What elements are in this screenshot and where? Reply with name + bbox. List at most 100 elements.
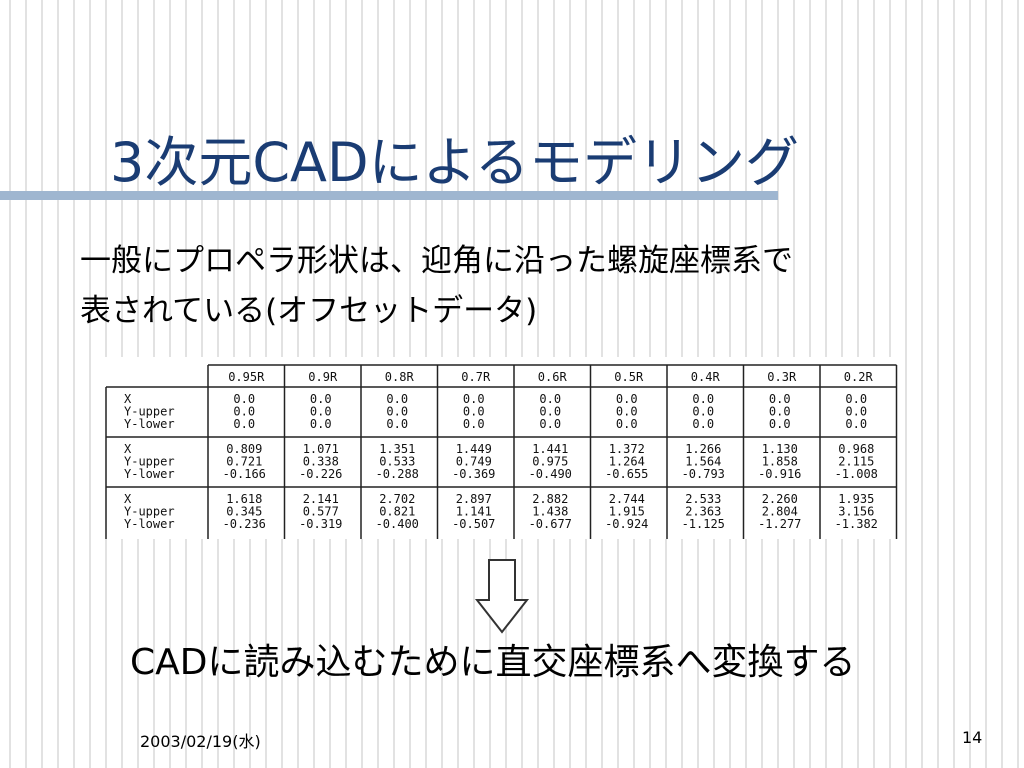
table-cell-value: 0.0 xyxy=(845,417,867,431)
table-cell-value: -0.319 xyxy=(299,517,342,531)
table-cell-value: 0.0 xyxy=(310,405,332,419)
table-cell-value: -0.236 xyxy=(223,517,266,531)
table-cell-value: 0.0 xyxy=(310,417,332,431)
table-cell-value: 2.363 xyxy=(685,505,721,519)
table-cell-value: 0.0 xyxy=(769,392,791,406)
table-cell-value: 0.338 xyxy=(303,455,339,469)
column-header: 0.7R xyxy=(461,370,491,384)
table-cell-value: -1.277 xyxy=(758,517,801,531)
table-cell-value: -0.369 xyxy=(452,467,495,481)
table-cell-value: 2.744 xyxy=(609,492,645,506)
table-cell-value: 0.577 xyxy=(303,505,339,519)
table-cell-value: -0.916 xyxy=(758,467,801,481)
column-header: 0.5R xyxy=(614,370,644,384)
table-cell-value: -1.382 xyxy=(835,517,878,531)
table-cell-value: 0.0 xyxy=(310,392,332,406)
table-cell-value: 1.564 xyxy=(685,455,721,469)
table-cell-value: 0.0 xyxy=(692,392,714,406)
column-header: 0.6R xyxy=(538,370,568,384)
table-cell-value: 0.0 xyxy=(539,405,561,419)
table-cell-value: -0.507 xyxy=(452,517,495,531)
table-cell-value: 0.749 xyxy=(456,455,492,469)
table-cell-value: 1.438 xyxy=(532,505,568,519)
table-cell-value: 0.0 xyxy=(386,405,408,419)
table-cell-value: 0.0 xyxy=(769,405,791,419)
table-cell-value: -0.490 xyxy=(529,467,572,481)
table-cell-value: 2.804 xyxy=(762,505,798,519)
down-arrow-icon xyxy=(474,558,530,640)
row-label: Y-lower xyxy=(124,417,175,431)
table-cell-value: 0.0 xyxy=(616,405,638,419)
table-cell-value: 0.721 xyxy=(226,455,262,469)
row-label: X xyxy=(124,492,132,506)
table-cell-value: 0.0 xyxy=(845,392,867,406)
table-cell-value: 0.533 xyxy=(379,455,415,469)
body-line-2: 表されている(オフセットデータ) xyxy=(80,293,538,329)
table-cell-value: -0.288 xyxy=(376,467,419,481)
table-cell-value: 0.0 xyxy=(386,417,408,431)
table-cell-value: 0.975 xyxy=(532,455,568,469)
table-cell-value: 1.130 xyxy=(762,442,798,456)
table-cell-value: 2.702 xyxy=(379,492,415,506)
table-cell-value: 0.809 xyxy=(226,442,262,456)
title-underline xyxy=(0,191,778,200)
table-cell-value: 1.441 xyxy=(532,442,568,456)
table-cell-value: -0.677 xyxy=(529,517,572,531)
column-header: 0.3R xyxy=(767,370,797,384)
slide-title: 3次元CADによるモデリング xyxy=(110,131,799,194)
table-cell-value: 2.897 xyxy=(456,492,492,506)
table-cell-value: 1.935 xyxy=(838,492,874,506)
table-cell-value: 2.882 xyxy=(532,492,568,506)
table-cell-value: 1.071 xyxy=(303,442,339,456)
body-text: 一般にプロペラ形状は、迎角に沿った螺旋座標系で 表されている(オフセットデータ) xyxy=(80,236,960,336)
table-cell-value: -0.226 xyxy=(299,467,342,481)
table-cell-value: 2.115 xyxy=(838,455,874,469)
table-cell-value: 1.351 xyxy=(379,442,415,456)
table-cell-value: 1.264 xyxy=(609,455,645,469)
table-cell-value: 1.266 xyxy=(685,442,721,456)
row-label: Y-lower xyxy=(124,467,175,481)
table-cell-value: 3.156 xyxy=(838,505,874,519)
table-cell-value: -0.166 xyxy=(223,467,266,481)
table-cell-value: 0.0 xyxy=(233,417,255,431)
table-cell-value: 2.260 xyxy=(762,492,798,506)
table-cell-value: 0.0 xyxy=(539,392,561,406)
table-cell-value: -0.924 xyxy=(605,517,648,531)
table-cell-value: 0.0 xyxy=(845,405,867,419)
table-cell-value: 0.0 xyxy=(386,392,408,406)
row-label: Y-upper xyxy=(124,505,175,519)
row-label: X xyxy=(124,392,132,406)
page-number: 14 xyxy=(962,728,983,747)
body-line-1: 一般にプロペラ形状は、迎角に沿った螺旋座標系で xyxy=(80,243,793,279)
row-label: Y-upper xyxy=(124,405,175,419)
table-cell-value: -0.793 xyxy=(682,467,725,481)
table-cell-value: 0.968 xyxy=(838,442,874,456)
column-header: 0.8R xyxy=(385,370,415,384)
table-cell-value: 0.0 xyxy=(233,392,255,406)
table-cell-value: 1.858 xyxy=(762,455,798,469)
table-cell-value: 0.0 xyxy=(616,392,638,406)
column-header: 0.9R xyxy=(308,370,338,384)
table-cell-value: 0.0 xyxy=(463,417,485,431)
table-cell-value: 1.618 xyxy=(226,492,262,506)
table-cell-value: -0.655 xyxy=(605,467,648,481)
column-header: 0.2R xyxy=(844,370,874,384)
column-header: 0.95R xyxy=(228,370,265,384)
table-cell-value: 1.449 xyxy=(456,442,492,456)
conclusion-text: CADに読み込むために直交座標系へ変換する xyxy=(130,642,856,683)
footer-date: 2003/02/19(水) xyxy=(140,732,261,751)
column-header: 0.4R xyxy=(691,370,721,384)
table-cell-value: 0.0 xyxy=(463,392,485,406)
table-cell-value: 1.141 xyxy=(456,505,492,519)
table-cell-value: -0.400 xyxy=(376,517,419,531)
table-cell-value: 0.0 xyxy=(769,417,791,431)
table-cell-value: 0.0 xyxy=(463,405,485,419)
row-label: X xyxy=(124,442,132,456)
row-label: Y-lower xyxy=(124,517,175,531)
table-cell-value: 2.533 xyxy=(685,492,721,506)
row-label: Y-upper xyxy=(124,455,175,469)
table-cell-value: 0.0 xyxy=(539,417,561,431)
table-cell-value: 0.0 xyxy=(616,417,638,431)
table-cell-value: 0.821 xyxy=(379,505,415,519)
